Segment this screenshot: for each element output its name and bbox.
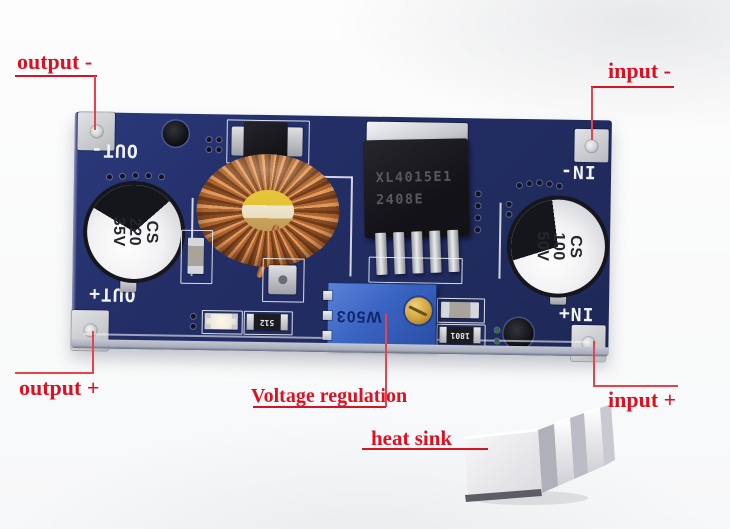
ic-part-number: XL4015E1 xyxy=(375,168,453,187)
via xyxy=(556,183,562,189)
output-plus-pointer-line xyxy=(92,331,94,374)
electrolytic-capacitor-right: CS 100 50V xyxy=(506,194,610,299)
resistor-marking: 1801 xyxy=(450,330,470,340)
silkscreen-in-plus: IN+ xyxy=(557,302,594,325)
via xyxy=(132,172,139,178)
via xyxy=(475,215,481,221)
capacitor-value: 220 xyxy=(126,217,144,247)
smd-resistor-1801: 1801 xyxy=(440,326,480,344)
heatsink-top-ridge xyxy=(583,407,601,414)
heatsink-top-ridge xyxy=(553,417,571,425)
smd-led xyxy=(204,313,238,330)
via xyxy=(206,147,212,153)
voltage-regulation-pointer-line xyxy=(385,314,387,407)
capacitor-brand: CS xyxy=(566,235,585,259)
input-minus-pointer-line xyxy=(591,87,593,140)
ic-pads-silkscreen-box xyxy=(368,256,463,285)
trimmer-leg xyxy=(322,330,332,341)
via xyxy=(158,174,165,180)
heatsink-fin-gap xyxy=(538,424,558,493)
trimmer-potentiometer: W503 xyxy=(322,281,438,350)
silkscreen-trace xyxy=(498,202,502,279)
input-minus-underline xyxy=(591,86,674,88)
ic-xl4015: XL4015E1 2408E xyxy=(362,138,470,239)
via xyxy=(516,182,522,189)
heatsink-top-ridge xyxy=(463,428,539,440)
inductor-solder-joint xyxy=(278,275,288,285)
pad-hole xyxy=(584,138,599,153)
pad-hole xyxy=(82,323,98,338)
capacitor-voltage: 50V xyxy=(533,231,551,262)
led-pad xyxy=(231,324,238,330)
via xyxy=(216,137,222,143)
via xyxy=(190,313,196,319)
silkscreen-in-minus: IN- xyxy=(559,160,596,183)
input-plus-pad xyxy=(571,324,606,362)
output-plus-pad xyxy=(71,309,109,351)
via xyxy=(145,173,152,179)
heatsink xyxy=(463,404,615,505)
heatsink-bottom-edge xyxy=(465,489,542,502)
output-minus-pointer-line xyxy=(94,76,96,130)
mounting-hole-top xyxy=(162,120,189,147)
capacitor-voltage: 35V xyxy=(109,216,127,247)
trimmer-leg xyxy=(322,310,332,321)
via xyxy=(546,181,552,187)
via xyxy=(216,147,222,153)
heatsink-fin xyxy=(584,408,604,473)
pcb-board: OUT- IN- OUT+ IN+ xyxy=(71,112,612,362)
led-pad xyxy=(204,313,211,319)
output-minus-label: output - xyxy=(17,49,93,74)
capacitor-body: CS 100 50V xyxy=(510,198,606,295)
input-plus-pointer-line xyxy=(593,385,678,387)
capacitor-body: CS 220 35V xyxy=(86,184,182,280)
trimmer-marking: W503 xyxy=(335,307,382,325)
output-plus-pointer-line xyxy=(15,372,94,374)
via xyxy=(190,323,196,329)
mounting-hole-bottom xyxy=(503,317,534,350)
electrolytic-capacitor-left: CS 220 35V xyxy=(82,180,186,284)
silkscreen-out-minus: OUT- xyxy=(90,139,138,161)
voltage-regulation-label: Voltage regulation xyxy=(251,385,408,407)
silkscreen-trace xyxy=(349,176,353,277)
via xyxy=(475,191,481,197)
capacitor-right-marking: CS 100 50V xyxy=(510,199,605,294)
via xyxy=(494,338,500,344)
via xyxy=(106,174,113,180)
via xyxy=(494,327,500,333)
smd-resistor-512: 512 xyxy=(247,313,287,331)
heatsink-fin-gap xyxy=(570,413,588,479)
via xyxy=(119,173,126,179)
output-minus-underline xyxy=(15,75,97,77)
pad-hole xyxy=(89,124,104,139)
heat-sink-label: heat sink xyxy=(371,426,453,450)
ic-date-code: 2408E xyxy=(375,191,425,209)
led-pad xyxy=(204,324,211,330)
input-plus-pointer-line xyxy=(593,341,595,387)
trimmer-leg xyxy=(323,290,333,301)
heatsink-fin-gap xyxy=(600,404,615,466)
capacitor-brand: CS xyxy=(143,220,161,244)
heatsink-front-face xyxy=(464,430,542,500)
via xyxy=(536,180,542,186)
smd-capacitor xyxy=(187,237,205,275)
smd-capacitor xyxy=(440,301,480,319)
heatsink-fin xyxy=(554,418,574,486)
input-minus-label: input - xyxy=(608,58,671,83)
via xyxy=(206,137,212,143)
trimmer-adjust-screw xyxy=(404,297,433,325)
heat-sink-underline xyxy=(362,448,488,450)
resistor-marking: 512 xyxy=(259,317,275,327)
toroidal-inductor xyxy=(195,152,341,269)
via xyxy=(475,203,481,209)
capacitor-left-marking: CS 220 35V xyxy=(86,184,181,279)
led-pad xyxy=(231,313,238,319)
capacitor-value: 100 xyxy=(550,232,568,261)
voltage-regulation-underline xyxy=(253,406,386,408)
output-plus-label: output + xyxy=(19,375,100,400)
via xyxy=(475,227,481,233)
via xyxy=(526,181,532,187)
input-plus-label: input + xyxy=(608,387,677,412)
